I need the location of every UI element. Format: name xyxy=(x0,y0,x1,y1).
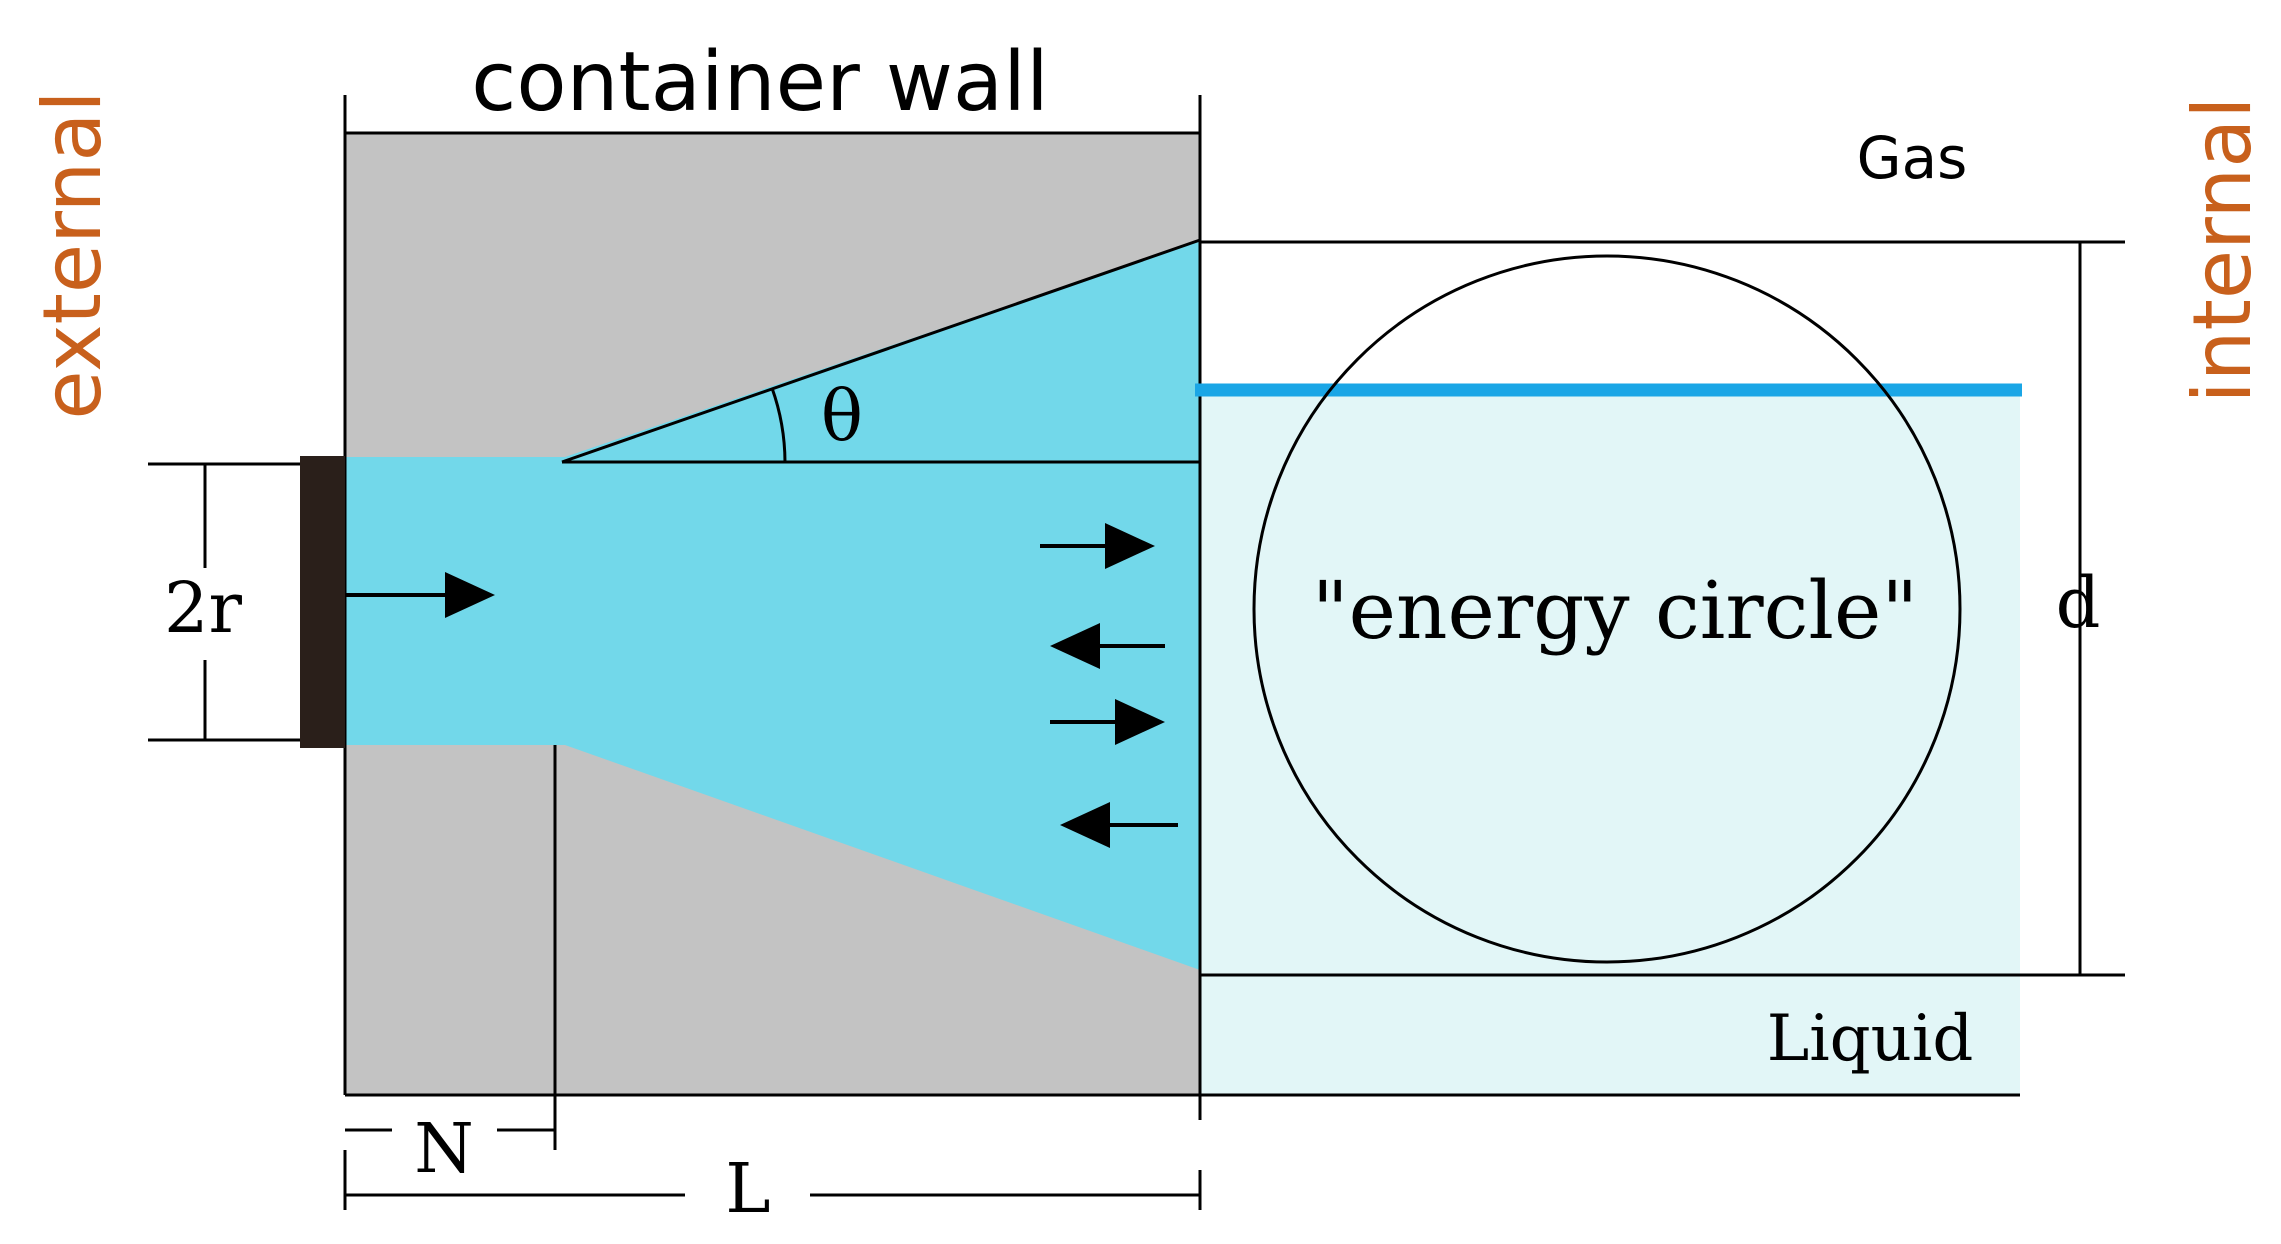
liquid-label: Liquid xyxy=(1767,1002,1974,1076)
right-arrow-1 xyxy=(1040,523,1155,569)
theta-arc xyxy=(770,387,787,463)
left-arrow-2 xyxy=(1060,802,1178,848)
flow-cone xyxy=(345,240,1200,970)
l-label: L xyxy=(725,1150,770,1229)
container-wall-label: container wall xyxy=(471,35,1048,130)
d-label: d xyxy=(2056,562,2101,644)
gas-label: Gas xyxy=(1857,124,1968,192)
n-label: N xyxy=(414,1110,474,1189)
cone-upper-edge xyxy=(561,238,1201,464)
orifice-plate xyxy=(300,456,345,748)
energy-circle-label: "energy circle" xyxy=(1312,564,1918,657)
left-arrow-1 xyxy=(1050,623,1165,669)
theta-label: θ xyxy=(821,375,863,457)
liquid-region xyxy=(1200,393,2020,1095)
external-label: external xyxy=(26,90,119,419)
right-arrow-2 xyxy=(1050,699,1165,745)
inflow-arrow xyxy=(345,572,495,618)
internal-label: internal xyxy=(2176,97,2269,404)
energy-circle-outline xyxy=(1252,254,1962,964)
two-r-label: 2r xyxy=(164,567,243,649)
